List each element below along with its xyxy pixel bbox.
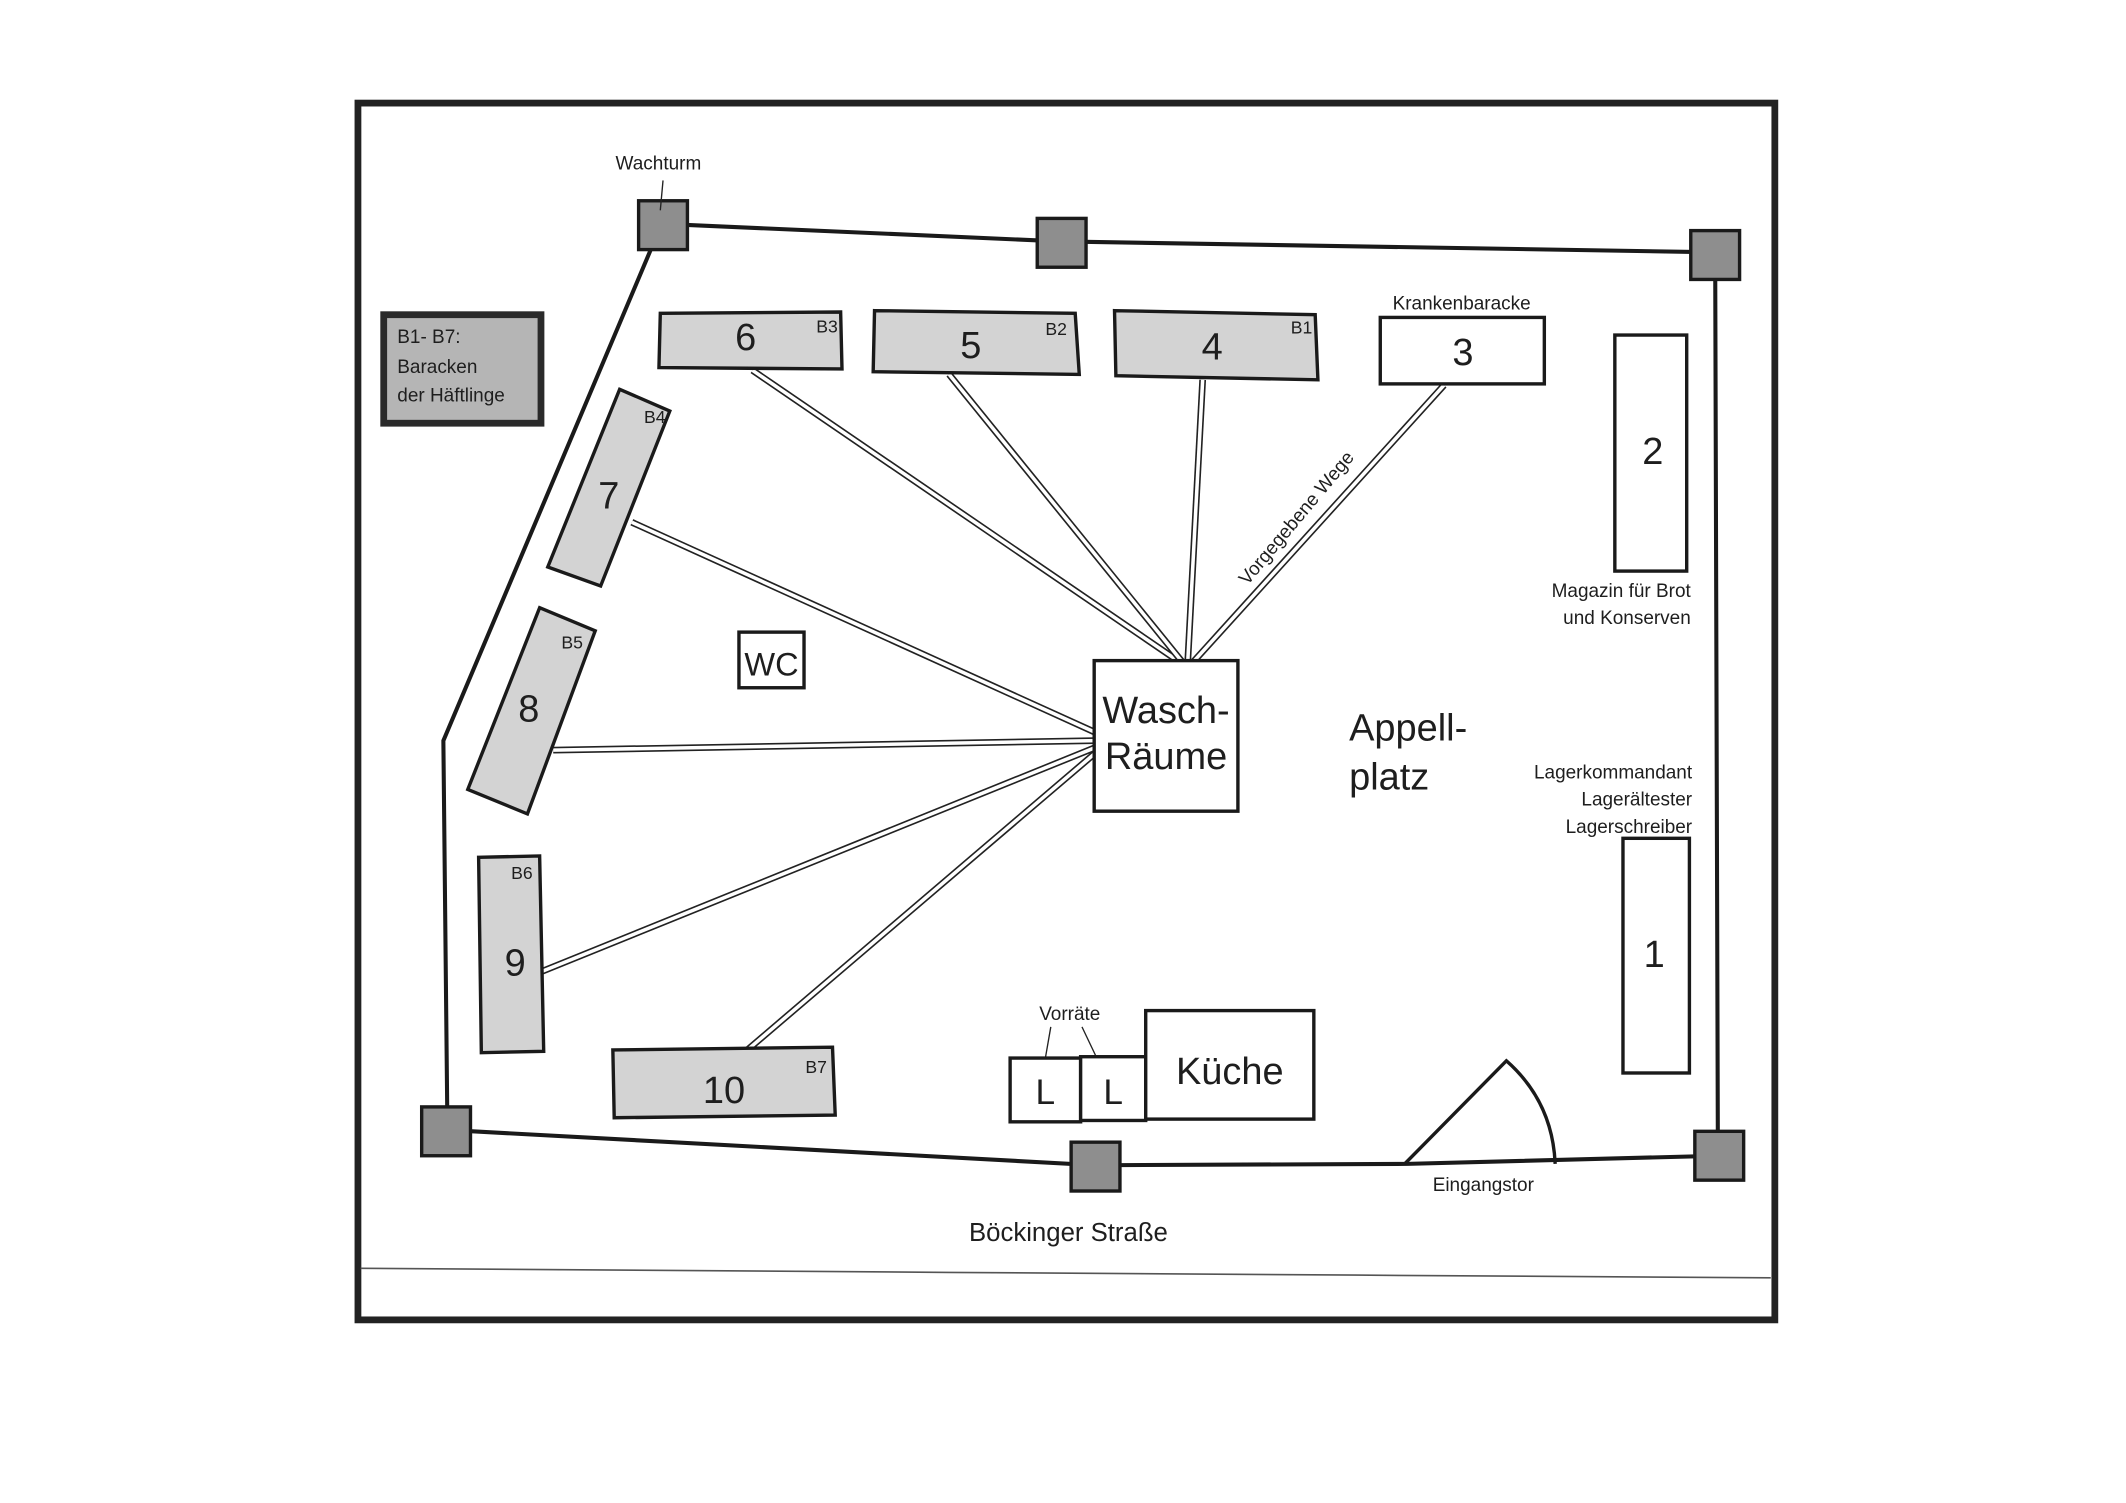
watchtower	[1035, 216, 1088, 269]
wc-building[interactable]: WC	[737, 630, 806, 690]
paths-label: Vorgegebene Wege	[1235, 447, 1359, 589]
rollcall-label-1: Appell-	[1349, 708, 1467, 750]
watchtower	[419, 1105, 473, 1158]
wash-label-1: Wasch-	[1102, 690, 1229, 732]
building-number: 2	[1642, 431, 1663, 473]
path-4	[1184, 379, 1207, 663]
watchtowers	[419, 199, 1746, 1193]
barrack-code: B2	[1045, 319, 1067, 339]
building-7[interactable]: 7 B4	[545, 387, 672, 589]
watchtower-label: Wachturm	[616, 154, 702, 175]
kitchen-label: Küche	[1176, 1051, 1284, 1093]
path-6	[750, 367, 1182, 665]
wc-label: WC	[744, 647, 798, 683]
path-3	[1190, 382, 1447, 665]
barrack-code: B3	[816, 316, 838, 336]
building-number: 3	[1452, 332, 1473, 374]
infirmary-label: Krankenbaracke	[1393, 293, 1531, 314]
watchtower	[636, 199, 690, 252]
barrack-code: B6	[511, 863, 533, 883]
path-5	[946, 372, 1185, 665]
path-9	[541, 744, 1097, 975]
supplies-pointer-1	[1044, 1026, 1052, 1059]
building-2[interactable]: 2	[1613, 333, 1689, 573]
watchtower	[1693, 1129, 1746, 1182]
building-4[interactable]: 4 B1	[1112, 308, 1320, 382]
storage-label: L	[1036, 1073, 1056, 1112]
watchtower-pointer	[659, 180, 664, 211]
street-label: Böckinger Straße	[969, 1219, 1168, 1247]
wash-rooms[interactable]: Wasch- Räume	[1092, 658, 1240, 813]
storage-2[interactable]: L	[1078, 1055, 1148, 1123]
kitchen[interactable]: Küche	[1144, 1008, 1316, 1121]
staff-label-2: Lagerältester	[1581, 790, 1692, 811]
wash-label-2: Räume	[1105, 736, 1227, 778]
rollcall-label-2: platz	[1349, 756, 1429, 798]
staff-label-1: Lagerkommandant	[1534, 763, 1693, 784]
path-10	[743, 750, 1098, 1054]
building-8[interactable]: 8 B5	[465, 605, 598, 817]
gate-label: Eingangstor	[1433, 1175, 1534, 1196]
barrack-code: B7	[805, 1057, 827, 1077]
legend-line-2: Baracken	[397, 357, 477, 378]
building-10[interactable]: 10 B7	[611, 1045, 837, 1120]
camp-fence	[441, 221, 1720, 1168]
supplies-pointer-2	[1081, 1026, 1097, 1056]
building-number: 1	[1644, 934, 1665, 976]
building-6[interactable]: 6 B3	[657, 310, 844, 371]
building-number: 9	[505, 942, 526, 984]
barrack-code: B5	[561, 632, 583, 652]
supplies-label: Vorräte	[1039, 1004, 1100, 1025]
legend-box: B1- B7: Baracken der Häftlinge	[380, 311, 545, 427]
building-number: 5	[960, 325, 981, 367]
storage-label: L	[1103, 1073, 1123, 1112]
building-number: 8	[518, 689, 539, 731]
storage-1[interactable]: L	[1008, 1056, 1083, 1124]
map-frame	[354, 99, 1779, 1324]
magazine-label-2: und Konserven	[1563, 608, 1691, 629]
watchtower	[1689, 228, 1742, 282]
building-3[interactable]: 3	[1378, 315, 1547, 386]
building-number: 6	[735, 317, 756, 359]
magazine-label-1: Magazin für Brot	[1552, 581, 1692, 602]
barrack-code: B1	[1291, 318, 1313, 338]
prescribed-paths	[541, 367, 1447, 1054]
building-number: 7	[598, 476, 619, 518]
building-9[interactable]: 9 B6	[476, 854, 546, 1055]
barrack-code: B4	[644, 407, 666, 427]
building-number: 10	[703, 1070, 745, 1112]
entrance-gate[interactable]	[1403, 1058, 1557, 1166]
path-8	[553, 737, 1096, 754]
street-edge-line	[360, 1267, 1771, 1279]
staff-label-3: Lagerschreiber	[1566, 817, 1693, 838]
legend-line-1: B1- B7:	[397, 327, 460, 348]
path-7	[630, 519, 1097, 736]
watchtower	[1069, 1140, 1122, 1193]
building-1[interactable]: 1	[1621, 836, 1692, 1075]
building-number: 4	[1202, 326, 1223, 368]
building-5[interactable]: 5 B2	[871, 308, 1082, 377]
legend-line-3: der Häftlinge	[397, 386, 505, 407]
